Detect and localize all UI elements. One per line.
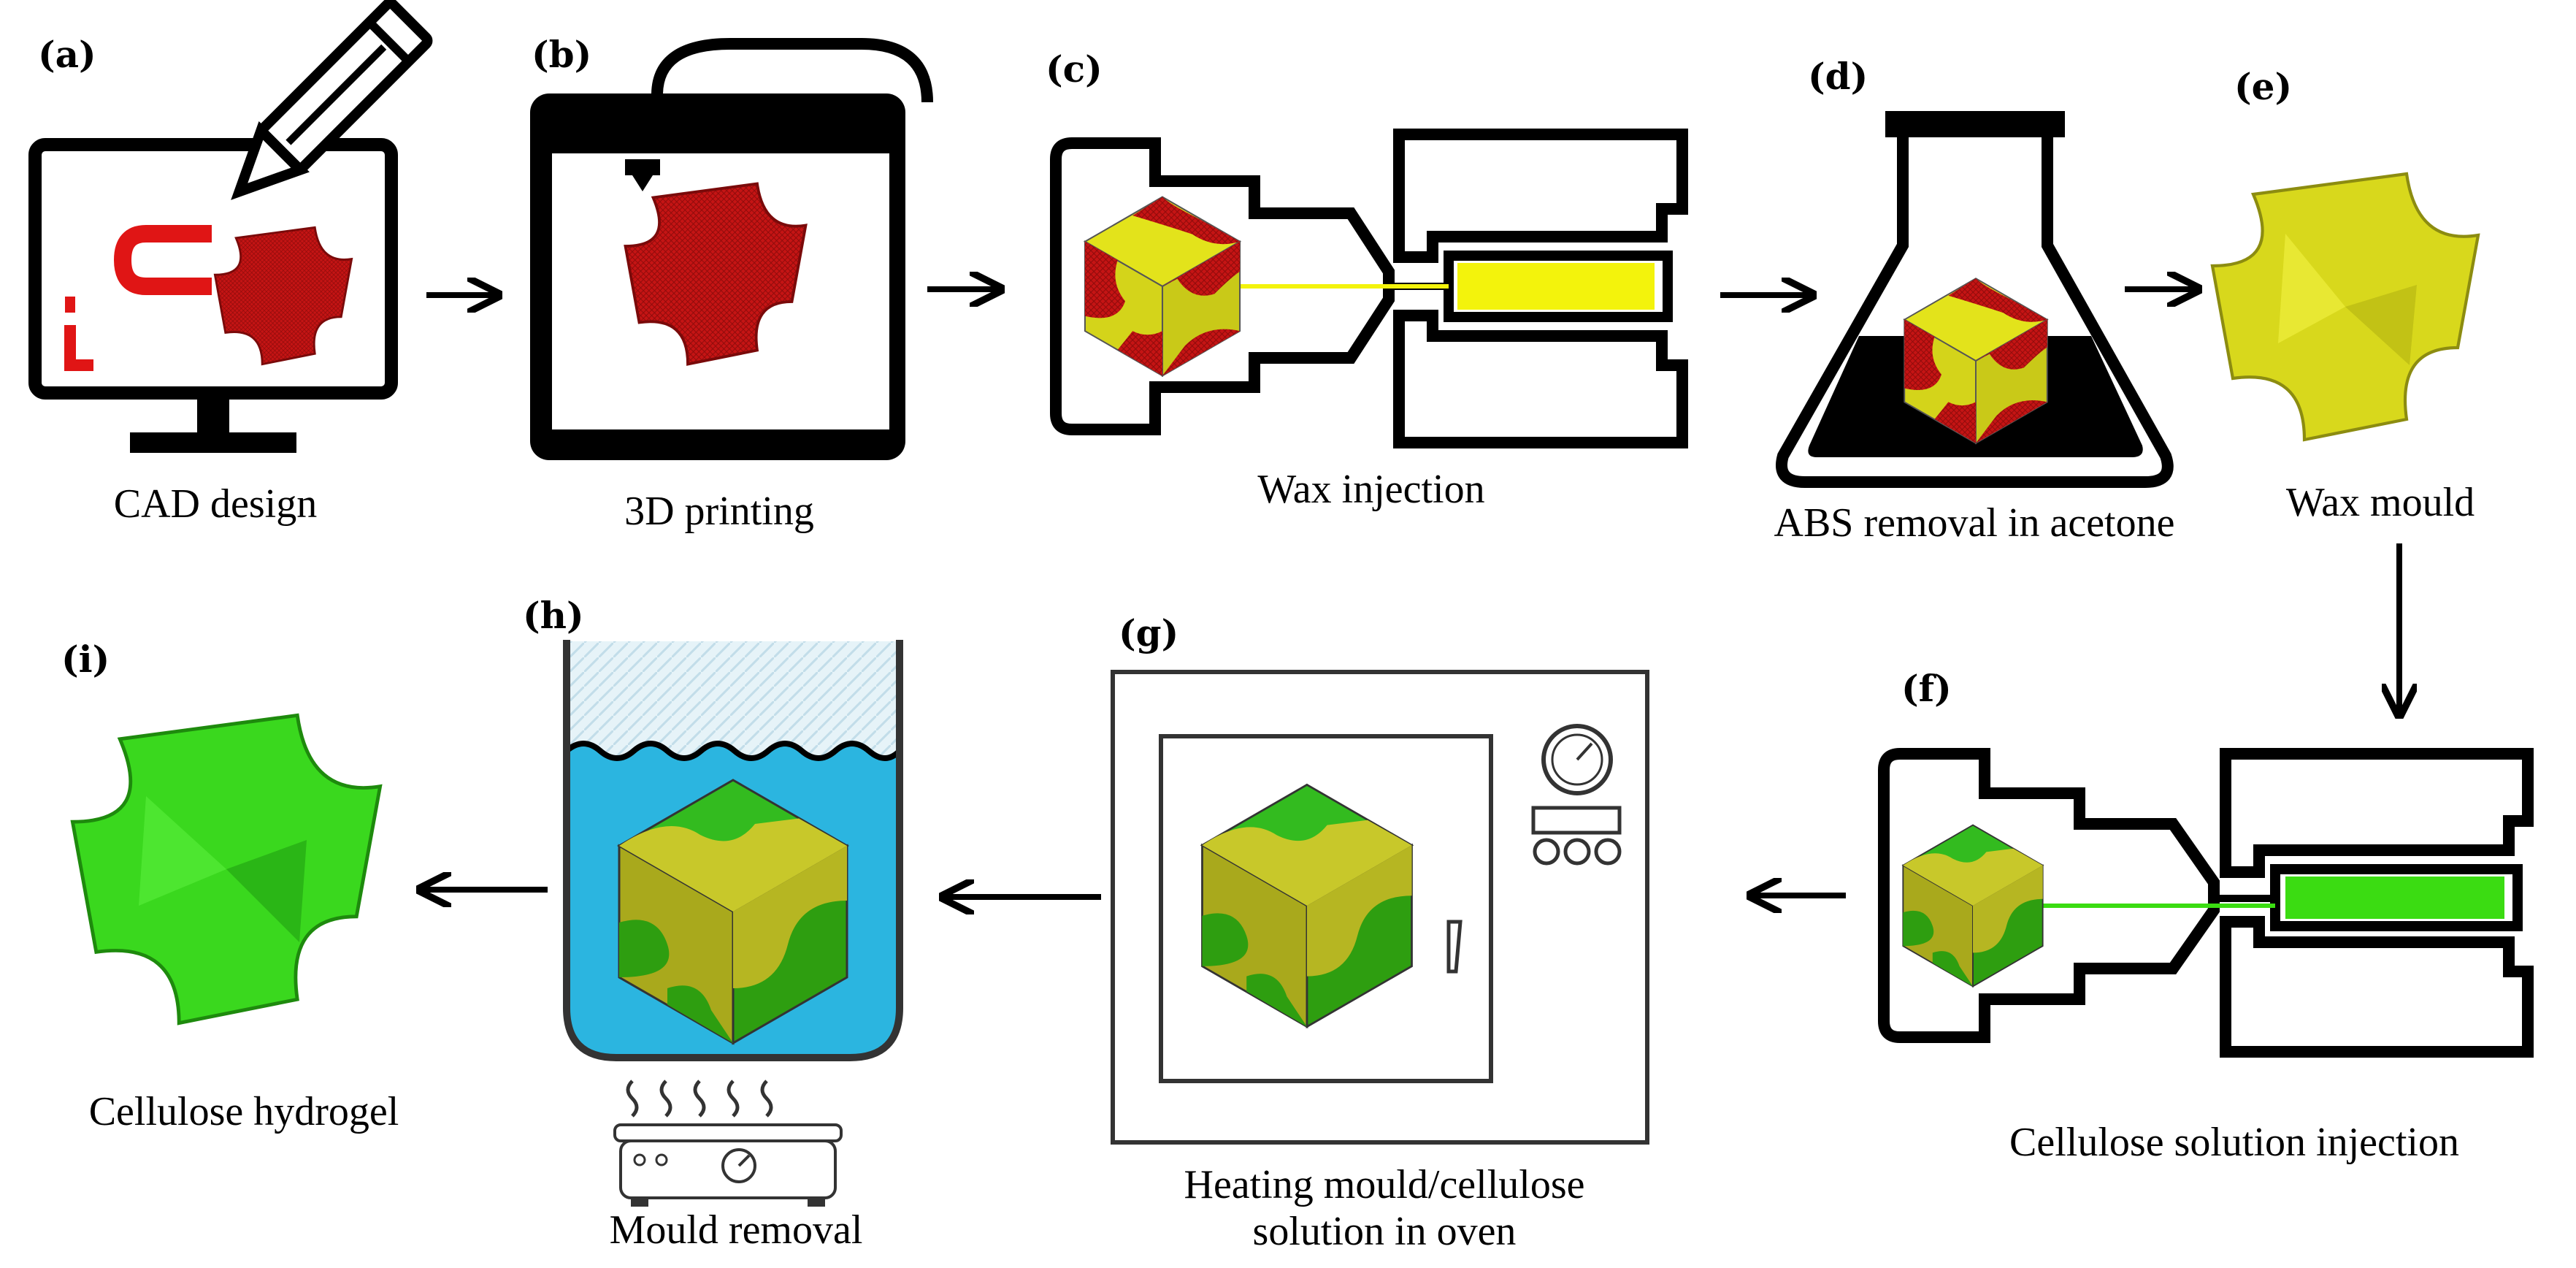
caption-f: Cellulose solution injection — [2009, 1120, 2459, 1165]
abs-wax-cube — [1084, 196, 1241, 377]
step-heating-oven: (g) Heating mould/cellulose solution in … — [1111, 611, 1649, 1254]
label-c: (c) — [1046, 47, 1103, 91]
step-cellulose-hydrogel: (i) Cellulose hydrogel — [61, 638, 399, 1134]
step-abs-removal: (d) ABS removal in acetone — [1774, 55, 2175, 546]
gyroid-model — [213, 226, 353, 366]
label-a: (a) — [38, 33, 96, 76]
label-f: (f) — [1901, 667, 1952, 710]
dial-icon — [1541, 724, 1613, 795]
label-d: (d) — [1808, 55, 1868, 98]
caption-g-line2: solution in oven — [1253, 1209, 1517, 1254]
step-cellulose-injection: (f) Cellulose solution injection — [1878, 667, 2534, 1165]
label-h: (h) — [523, 594, 584, 637]
oven-handle — [1446, 920, 1463, 974]
step-3d-printing: (b) 3D printing — [530, 33, 933, 534]
syringe-body — [1393, 129, 1688, 448]
step-wax-mould: (e) Wax mould — [2212, 65, 2478, 525]
caption-h: Mould removal — [610, 1207, 863, 1253]
caption-c: Wax injection — [1257, 467, 1484, 512]
step-cad-design: (a) CAD design — [28, 0, 433, 527]
filled-cube-f — [1902, 824, 2044, 988]
mould-cavity — [1050, 137, 1395, 435]
caption-g-line1: Heating mould/cellulose — [1184, 1162, 1585, 1207]
mould-cavity-f — [1878, 748, 2220, 1043]
label-g: (g) — [1119, 611, 1178, 654]
caption-i: Cellulose hydrogel — [89, 1089, 399, 1134]
pencil-icon — [231, 0, 433, 200]
syringe-body-f — [2220, 748, 2534, 1058]
caption-e: Wax mould — [2286, 480, 2475, 525]
caption-b: 3D printing — [624, 489, 814, 534]
hot-plate-icon — [613, 1080, 843, 1207]
label-i: (i) — [61, 638, 110, 681]
caption-a: CAD design — [114, 481, 317, 527]
caption-d: ABS removal in acetone — [1774, 500, 2175, 546]
step-wax-injection: (c) Wax injection — [1046, 47, 1688, 512]
label-e: (e) — [2234, 65, 2292, 108]
cad-sketch-shape — [113, 225, 212, 295]
step-mould-removal: (h) Mould removal — [523, 594, 903, 1253]
monitor-icon — [28, 138, 398, 453]
label-b: (b) — [532, 33, 591, 76]
